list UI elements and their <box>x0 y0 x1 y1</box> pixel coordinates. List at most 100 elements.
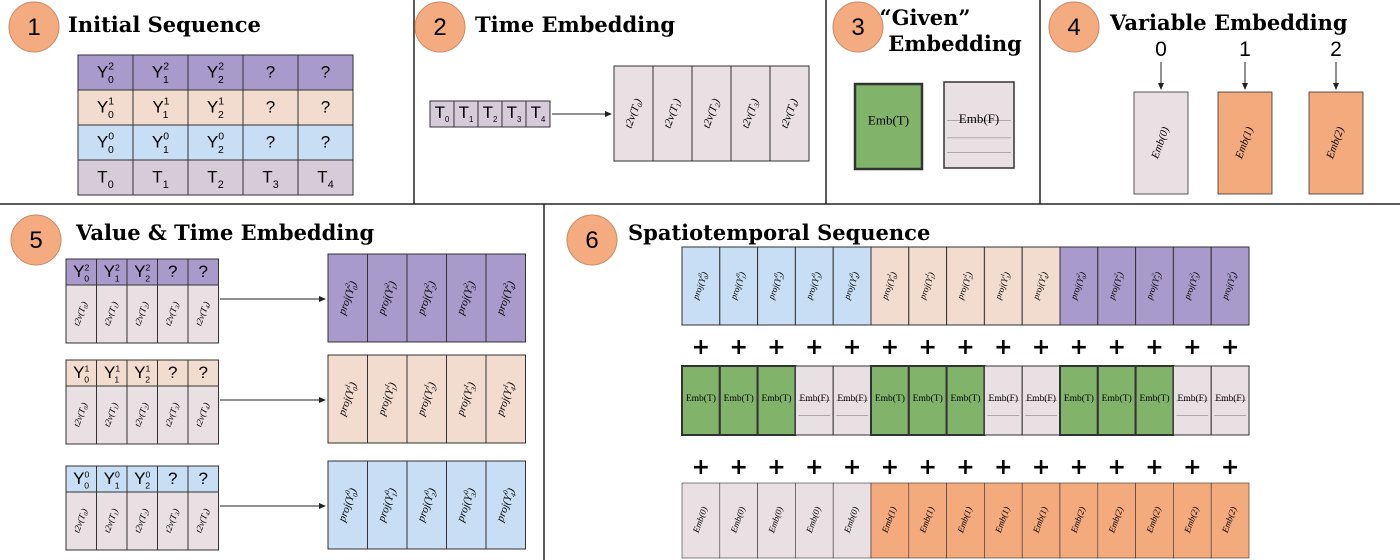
st-proj-cell <box>1059 246 1099 326</box>
badge-panel-2-circle <box>414 1 466 53</box>
initial-seq-cell-label: ? <box>321 63 330 82</box>
st-plus-symbol: + <box>805 335 823 360</box>
st-plus-symbol: + <box>1070 455 1088 480</box>
st-given-label: Emb(F) <box>1215 393 1245 404</box>
given-emb-label: Emb(F) <box>959 111 999 126</box>
time-input-label: T4 <box>531 103 546 124</box>
initial-seq-cell <box>132 124 189 161</box>
st-given-label: Emb(F) <box>800 393 830 404</box>
st-var-cell <box>719 482 758 559</box>
badge-panel-6-circle <box>566 214 618 266</box>
st-proj-cell <box>1135 246 1174 326</box>
st-var-cell <box>1173 482 1212 559</box>
st-given-label: Emb(T) <box>950 393 980 404</box>
st-plus-symbol: + <box>1070 335 1088 360</box>
vt-proj-cell <box>446 460 487 550</box>
st-plus-symbol: + <box>881 455 899 480</box>
initial-seq-cell <box>242 89 299 126</box>
st-given-label: Emb(T) <box>724 393 754 404</box>
vt-time-cell <box>65 385 97 445</box>
var-index-label: 2 <box>1330 38 1342 61</box>
st-plus-symbol: + <box>1032 335 1050 360</box>
st-var-cell <box>1021 482 1061 559</box>
initial-seq-cell-label: ? <box>266 133 275 152</box>
var-index-label: 0 <box>1155 38 1167 61</box>
st-proj-cell <box>908 246 948 326</box>
initial-seq-cell <box>242 54 299 91</box>
vt-proj-cell <box>406 460 447 550</box>
vt-time-cell <box>65 491 97 551</box>
vt-value-cell <box>126 465 158 493</box>
st-plus-symbol: + <box>918 335 936 360</box>
st-given-cell <box>681 365 721 436</box>
initial-seq-cell <box>297 89 354 126</box>
st-var-cell <box>870 482 910 559</box>
badge-panel-1-number: 1 <box>27 14 40 41</box>
st-plus-symbol: + <box>843 455 861 480</box>
vt-value-cell <box>65 258 97 286</box>
st-plus-symbol: + <box>1183 335 1201 360</box>
st-var-cell <box>908 482 947 559</box>
st-plus-symbol: + <box>805 455 823 480</box>
vt-proj-cell <box>406 354 447 444</box>
st-plus-symbol: + <box>881 335 899 360</box>
st-plus-symbol: + <box>956 335 974 360</box>
vt-time-cell <box>157 284 189 344</box>
st-plus-symbol: + <box>843 335 861 360</box>
given-emb-block <box>943 81 1015 169</box>
st-plus-symbol: + <box>767 335 785 360</box>
var-emb-block <box>1217 91 1273 195</box>
st-given-label: Emb(T) <box>761 393 791 404</box>
badge-panel-4-number: 4 <box>1067 14 1080 41</box>
initial-seq-cell-label: T0 <box>97 168 113 191</box>
vt-arrow-head <box>319 397 326 403</box>
vt-proj-cell <box>485 354 526 444</box>
panel-4-title: Variable Embedding <box>1109 10 1348 35</box>
st-given-label: Emb(T) <box>875 393 905 404</box>
st-given-label: Emb(F) <box>1178 393 1208 404</box>
vt-proj-cell <box>367 253 408 343</box>
time-input-label: T2 <box>483 103 498 124</box>
st-given-cell <box>756 365 797 436</box>
badge-panel-1-circle <box>8 1 60 53</box>
st-given-label: Emb(F) <box>1026 393 1056 404</box>
badge-panel-2-number: 2 <box>433 14 446 41</box>
st-given-label: Emb(T) <box>1102 393 1132 404</box>
st-var-cell <box>832 482 872 559</box>
initial-seq-cell <box>297 124 354 161</box>
st-plus-symbol: + <box>1145 335 1163 360</box>
initial-seq-cell <box>297 54 354 91</box>
given-emb-label: Emb(T) <box>868 113 909 128</box>
vt-time-cell <box>126 491 158 551</box>
time-input-label: T1 <box>459 103 474 124</box>
panel-3-title-line2: Embedding <box>888 31 1022 56</box>
vt-value-label: ? <box>199 262 208 281</box>
var-index-label: 1 <box>1239 38 1251 61</box>
initial-seq-cell <box>132 54 189 91</box>
st-var-cell <box>946 482 985 559</box>
st-var-cell <box>681 482 721 559</box>
t2v-cell <box>769 65 810 162</box>
initial-seq-cell-label: ? <box>266 98 275 117</box>
panel-6-title: Spatiotemporal Sequence <box>628 220 930 245</box>
panel-5-title: Value & Time Embedding <box>75 220 375 245</box>
time-input-cell <box>525 100 551 128</box>
vt-arrow-head <box>319 503 326 509</box>
st-var-cell <box>1135 482 1174 559</box>
st-plus-symbol: + <box>1183 455 1201 480</box>
st-plus-symbol: + <box>918 455 936 480</box>
st-plus-symbol: + <box>1221 335 1239 360</box>
st-proj-cell <box>757 246 796 326</box>
